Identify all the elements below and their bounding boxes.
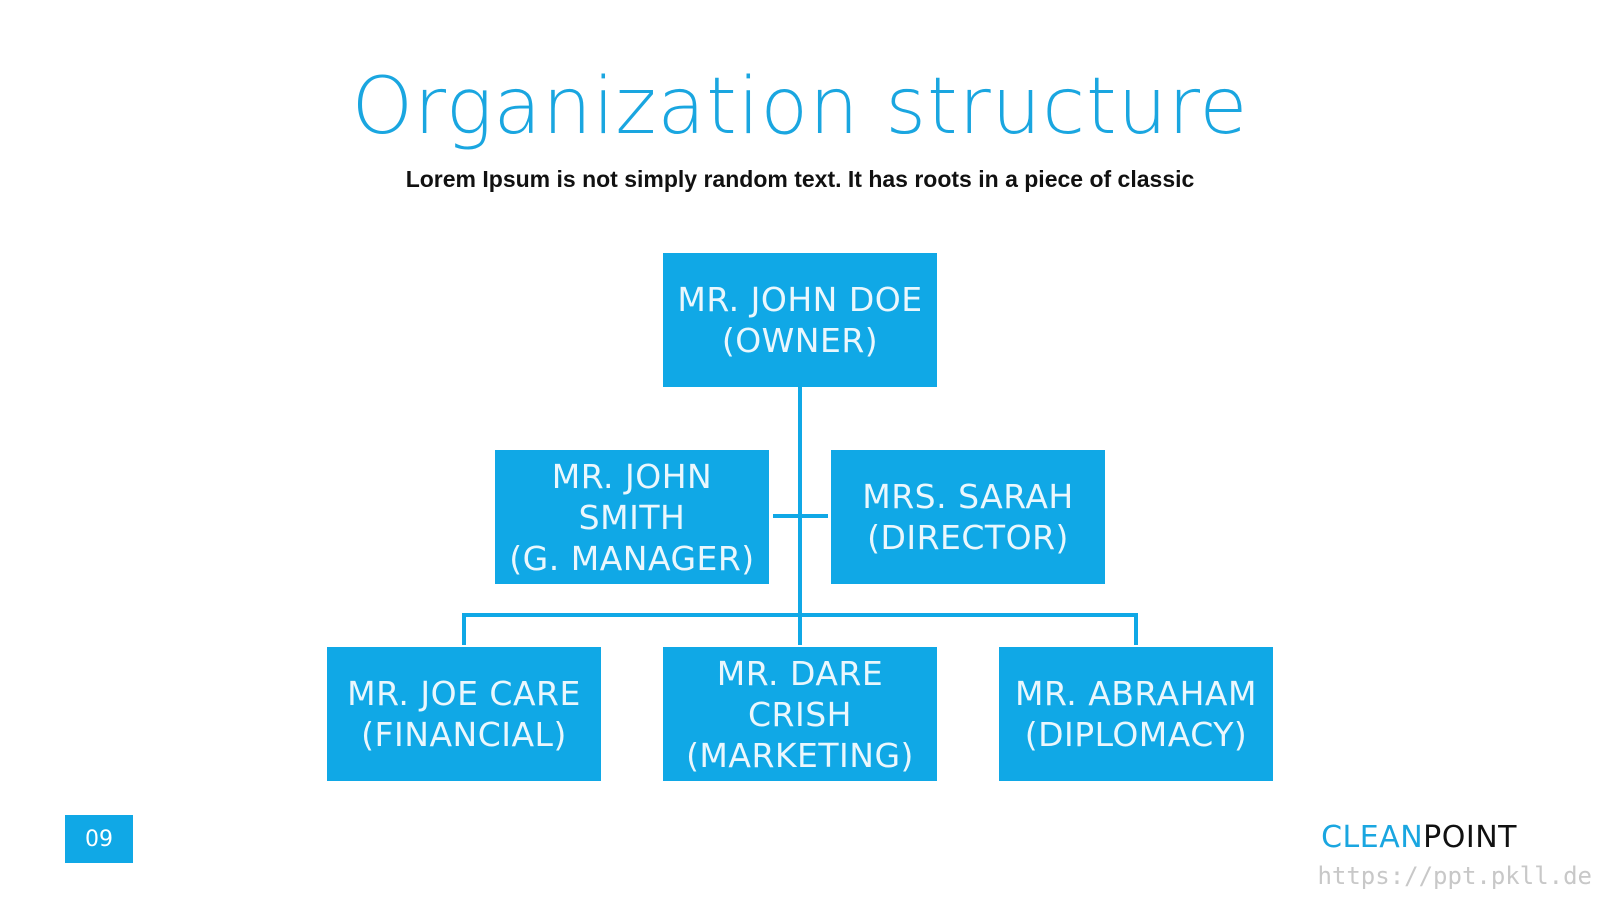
node-owner-line-1: MR. JOHN DOE: [677, 280, 923, 319]
page-subtitle: Lorem Ipsum is not simply random text. I…: [405, 166, 1195, 192]
page-number-badge: 09: [65, 815, 133, 863]
node-manager: MR. JOHN SMITH (G. MANAGER): [495, 450, 769, 584]
node-financial-line-2: (FINANCIAL): [361, 715, 567, 754]
watermark: https://ppt.pkll.de: [1317, 862, 1592, 890]
node-manager-line-1: MR. JOHN: [551, 456, 713, 496]
brand-logo-part-2: POINT: [1423, 820, 1517, 855]
node-marketing-line-2: CRISH: [748, 694, 852, 734]
brand-logo: CLEANPOINT: [1321, 820, 1517, 855]
page-title: Organization structure: [351, 62, 1249, 152]
node-director-line-2: (DIRECTOR): [867, 518, 1069, 557]
node-owner-line-2: (OWNER): [721, 321, 879, 360]
node-marketing-line-1: MR. DARE: [716, 653, 884, 693]
node-manager-line-3: (G. MANAGER): [509, 538, 755, 578]
brand-logo-part-1: CLEAN: [1321, 820, 1424, 855]
node-diplomacy: MR. ABRAHAM (DIPLOMACY): [999, 647, 1273, 781]
node-financial: MR. JOE CARE (FINANCIAL): [327, 647, 601, 781]
node-financial-line-1: MR. JOE CARE: [347, 674, 581, 713]
node-owner: MR. JOHN DOE (OWNER): [663, 253, 937, 387]
node-diplomacy-line-2: (DIPLOMACY): [1024, 715, 1248, 754]
node-director: MRS. SARAH (DIRECTOR): [831, 450, 1105, 584]
node-marketing: MR. DARE CRISH (MARKETING): [663, 647, 937, 781]
node-manager-line-2: SMITH: [578, 497, 686, 537]
node-marketing-line-3: (MARKETING): [686, 735, 914, 775]
node-diplomacy-line-1: MR. ABRAHAM: [1015, 674, 1257, 713]
node-director-line-1: MRS. SARAH: [862, 477, 1074, 516]
